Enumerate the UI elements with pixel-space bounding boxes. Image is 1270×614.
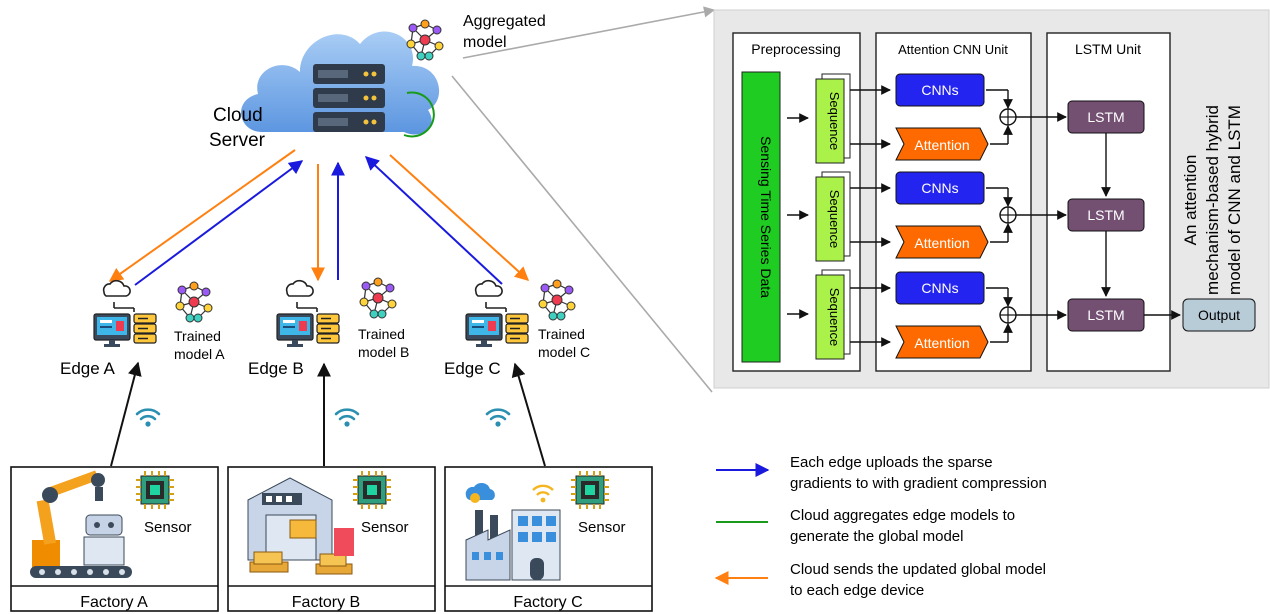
edge-a-label: Edge A (60, 359, 115, 378)
pipeline-row-1: Sequence CNNs Attention LSTM (787, 73, 1145, 164)
trained-model-b-icon (359, 277, 397, 319)
edge-b-device-icon (276, 279, 340, 348)
edge-c-model-line2: model C (538, 344, 590, 360)
pipeline-row-2: Sequence CNNs Attention LSTM (787, 171, 1145, 262)
attention-cnn-title: Attention CNN Unit (898, 42, 1008, 57)
edge-b-model-line1: Trained (358, 326, 405, 342)
robot-arm-icon (30, 470, 132, 578)
factory-c-sensor-label: Sensor (578, 519, 626, 536)
edge-a-device-icon (93, 279, 157, 348)
upload-arrow-edge-c (364, 156, 503, 285)
factory-a-to-edge-arrow (110, 361, 142, 467)
sequence-label-2: Sequence (827, 190, 842, 249)
legend-upload-line2: gradients to with gradient compression (790, 475, 1047, 492)
factory-a-sensor-label: Sensor (144, 519, 192, 536)
aggregate-loop-arrow (403, 91, 435, 138)
edge-c-device-icon (465, 279, 529, 348)
attention-label-2: Attention (914, 235, 969, 251)
preprocessing-title: Preprocessing (751, 41, 841, 57)
factory-b-sensor-label: Sensor (361, 519, 409, 536)
sensor-chip-icon-a (135, 470, 175, 510)
factory-c-to-edge-arrow (511, 362, 546, 467)
cnn-label-1: CNNs (921, 82, 958, 98)
cnn-label-2: CNNs (921, 180, 958, 196)
sensor-chip-icon-b (352, 470, 392, 510)
panel-connector-bottom (451, 75, 713, 393)
hybrid-model-caption-line1: An attention (1181, 155, 1200, 246)
trained-model-a-icon (175, 281, 213, 323)
trained-model-c-icon (538, 279, 576, 321)
sequence-label-1: Sequence (827, 92, 842, 151)
pipeline-row-3: Sequence CNNs Attention LSTM Output (787, 269, 1256, 360)
edge-a-model-line2: model A (174, 346, 225, 362)
cloud-server-icon (241, 31, 440, 135)
sensing-data-label: Sensing Time Series Data (758, 136, 774, 298)
hybrid-model-caption-line3: model of CNN and LSTM (1225, 105, 1244, 295)
edge-b-label: Edge B (248, 359, 304, 378)
edge-b-model-line2: model B (358, 344, 409, 360)
lstm-label-2: LSTM (1087, 207, 1124, 223)
edge-a-model-line1: Trained (174, 328, 221, 344)
panel-connector-top (462, 6, 716, 59)
aggregated-label-line2: model (463, 34, 507, 51)
legend-aggregate-line1: Cloud aggregates edge models to (790, 507, 1015, 524)
cloud-label-line2: Server (209, 130, 266, 151)
wifi-icon-b (334, 408, 360, 428)
factory-b-label: Factory B (292, 594, 360, 611)
sequence-label-3: Sequence (827, 288, 842, 347)
sensor-chip-icon-c (570, 470, 610, 510)
factory-c-label: Factory C (513, 594, 582, 611)
warehouse-icon (247, 477, 354, 575)
output-label: Output (1198, 307, 1240, 323)
upload-arrow-edge-a (134, 160, 304, 286)
legend-download-line1: Cloud sends the updated global model (790, 561, 1046, 578)
attention-label-1: Attention (914, 137, 969, 153)
factory-building-icon (465, 482, 561, 581)
edge-c-model-line1: Trained (538, 326, 585, 342)
lstm-label-3: LSTM (1087, 307, 1124, 323)
edge-c-label: Edge C (444, 359, 501, 378)
sensing-data-bar (741, 71, 781, 363)
wifi-icon-a (135, 408, 161, 428)
legend-upload-line1: Each edge uploads the sparse (790, 454, 993, 471)
download-arrow-edge-c (389, 154, 530, 281)
lstm-label-1: LSTM (1087, 109, 1124, 125)
factory-a-label: Factory A (80, 594, 148, 611)
lstm-unit-title: LSTM Unit (1075, 41, 1141, 57)
cloud-label-line1: Cloud (213, 105, 263, 126)
aggregated-label-line1: Aggregated (463, 13, 546, 30)
download-arrow-edge-a (108, 149, 296, 282)
hybrid-model-caption-line2: mechanism-based hybrid (1203, 105, 1222, 295)
wifi-icon-c (485, 408, 511, 428)
legend-download-line2: to each edge device (790, 582, 924, 599)
legend-aggregate-line2: generate the global model (790, 528, 963, 545)
attention-label-3: Attention (914, 335, 969, 351)
cnn-label-3: CNNs (921, 280, 958, 296)
